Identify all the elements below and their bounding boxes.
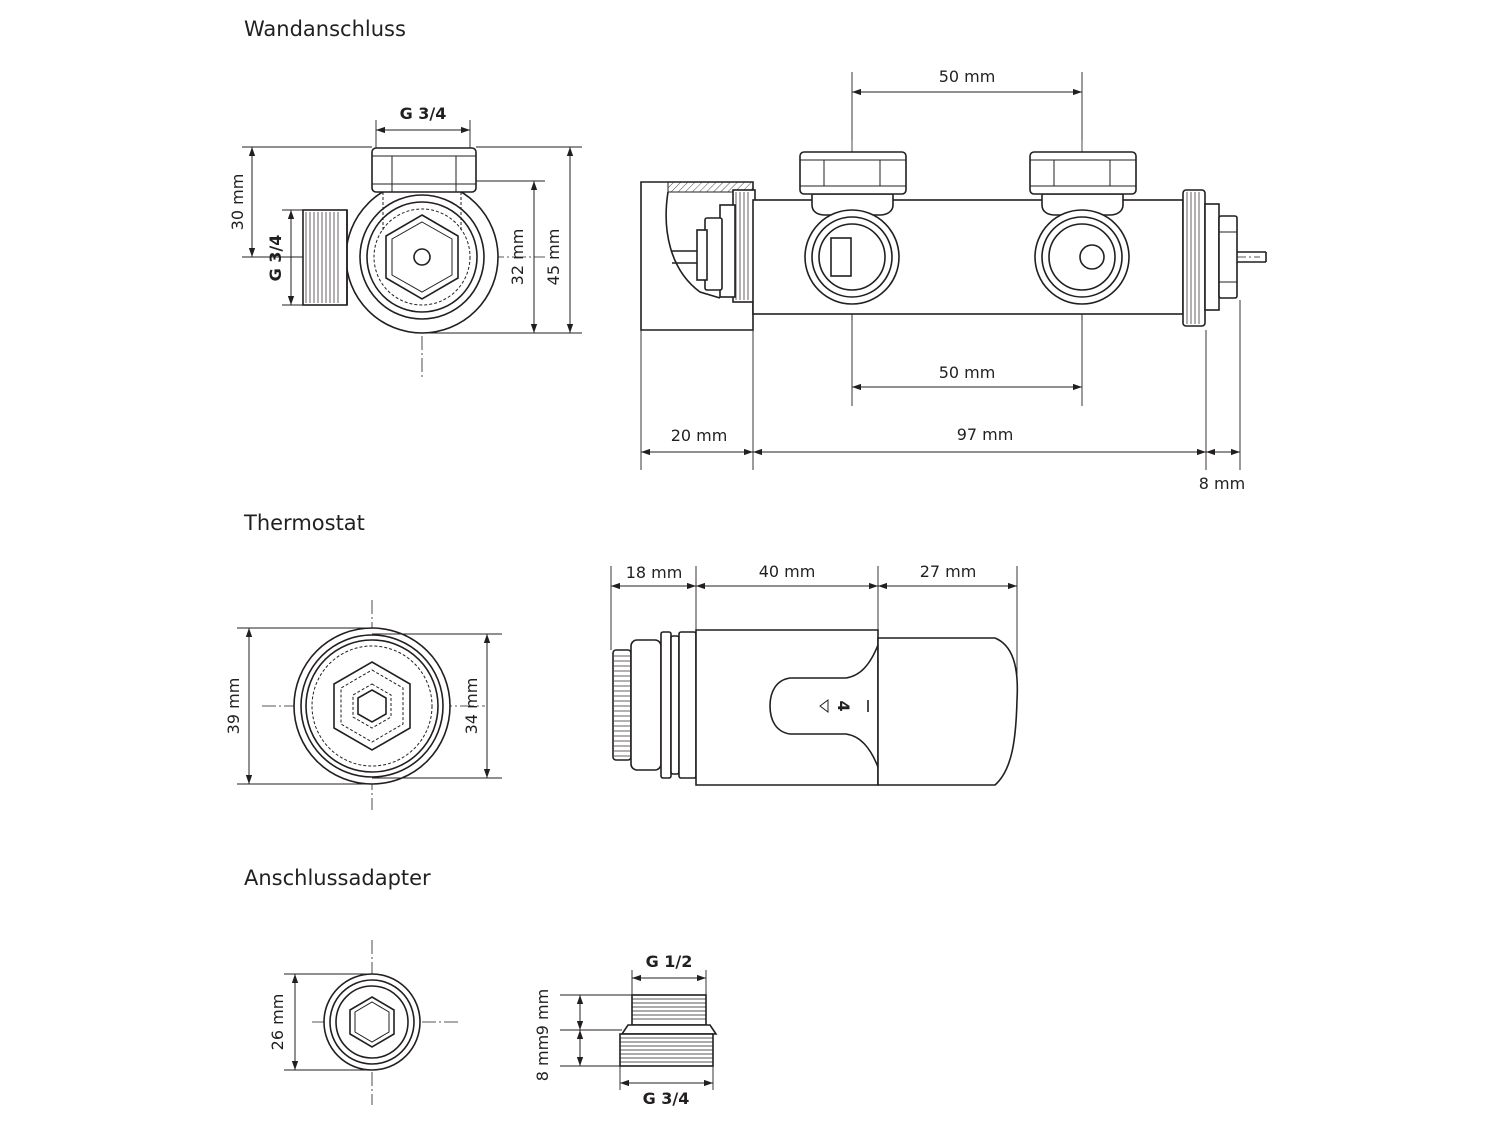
section-title-adapter: Anschlussadapter bbox=[244, 866, 431, 890]
adapter-front-view: 26 mm bbox=[268, 940, 460, 1105]
wall-connection-side-view: G 3/4 30 mm G 3/4 32 mm 45 mm bbox=[228, 104, 582, 378]
thermostat-front-view: 39 mm 34 mm bbox=[224, 600, 502, 810]
section-title-wall-connection: Wandanschluss bbox=[244, 17, 406, 41]
dim-label-18mm: 18 mm bbox=[626, 563, 683, 582]
dim-label-30mm: 30 mm bbox=[228, 174, 247, 231]
dim-label-g12: G 1/2 bbox=[646, 952, 693, 971]
dim-label-27mm: 27 mm bbox=[920, 562, 977, 581]
adapter-side-view: G 1/2 G 3/4 9 mm 8 mm bbox=[533, 952, 718, 1108]
dim-label-34mm: 34 mm bbox=[462, 678, 481, 735]
dim-label-45mm: 45 mm bbox=[544, 229, 563, 286]
wall-connection-front-view: 50 mm 50 mm 20 mm 97 mm 8 mm bbox=[640, 67, 1267, 493]
dim-label-32mm: 32 mm bbox=[508, 229, 527, 286]
dim-label-g34: G 3/4 bbox=[643, 1089, 690, 1108]
thermostat-side-view: 4 18 mm 40 mm 27 mm bbox=[610, 562, 1019, 786]
dim-label-9mm: 9 mm bbox=[533, 989, 552, 1035]
dim-label-8mm-adapter: 8 mm bbox=[533, 1035, 552, 1081]
dim-label-39mm: 39 mm bbox=[224, 678, 243, 735]
dim-label-97mm: 97 mm bbox=[957, 425, 1014, 444]
dim-label-40mm: 40 mm bbox=[759, 562, 816, 581]
dim-label-left-thread: G 3/4 bbox=[266, 235, 285, 282]
dim-label-8mm: 8 mm bbox=[1199, 474, 1245, 493]
dim-label-26mm: 26 mm bbox=[268, 994, 287, 1051]
scale-mark-label: 4 bbox=[834, 700, 853, 711]
dim-label-50mm-top: 50 mm bbox=[939, 67, 996, 86]
dim-label-top-thread: G 3/4 bbox=[400, 104, 447, 123]
dim-label-50mm-bottom: 50 mm bbox=[939, 363, 996, 382]
dim-label-20mm: 20 mm bbox=[671, 426, 728, 445]
section-title-thermostat: Thermostat bbox=[243, 511, 365, 535]
